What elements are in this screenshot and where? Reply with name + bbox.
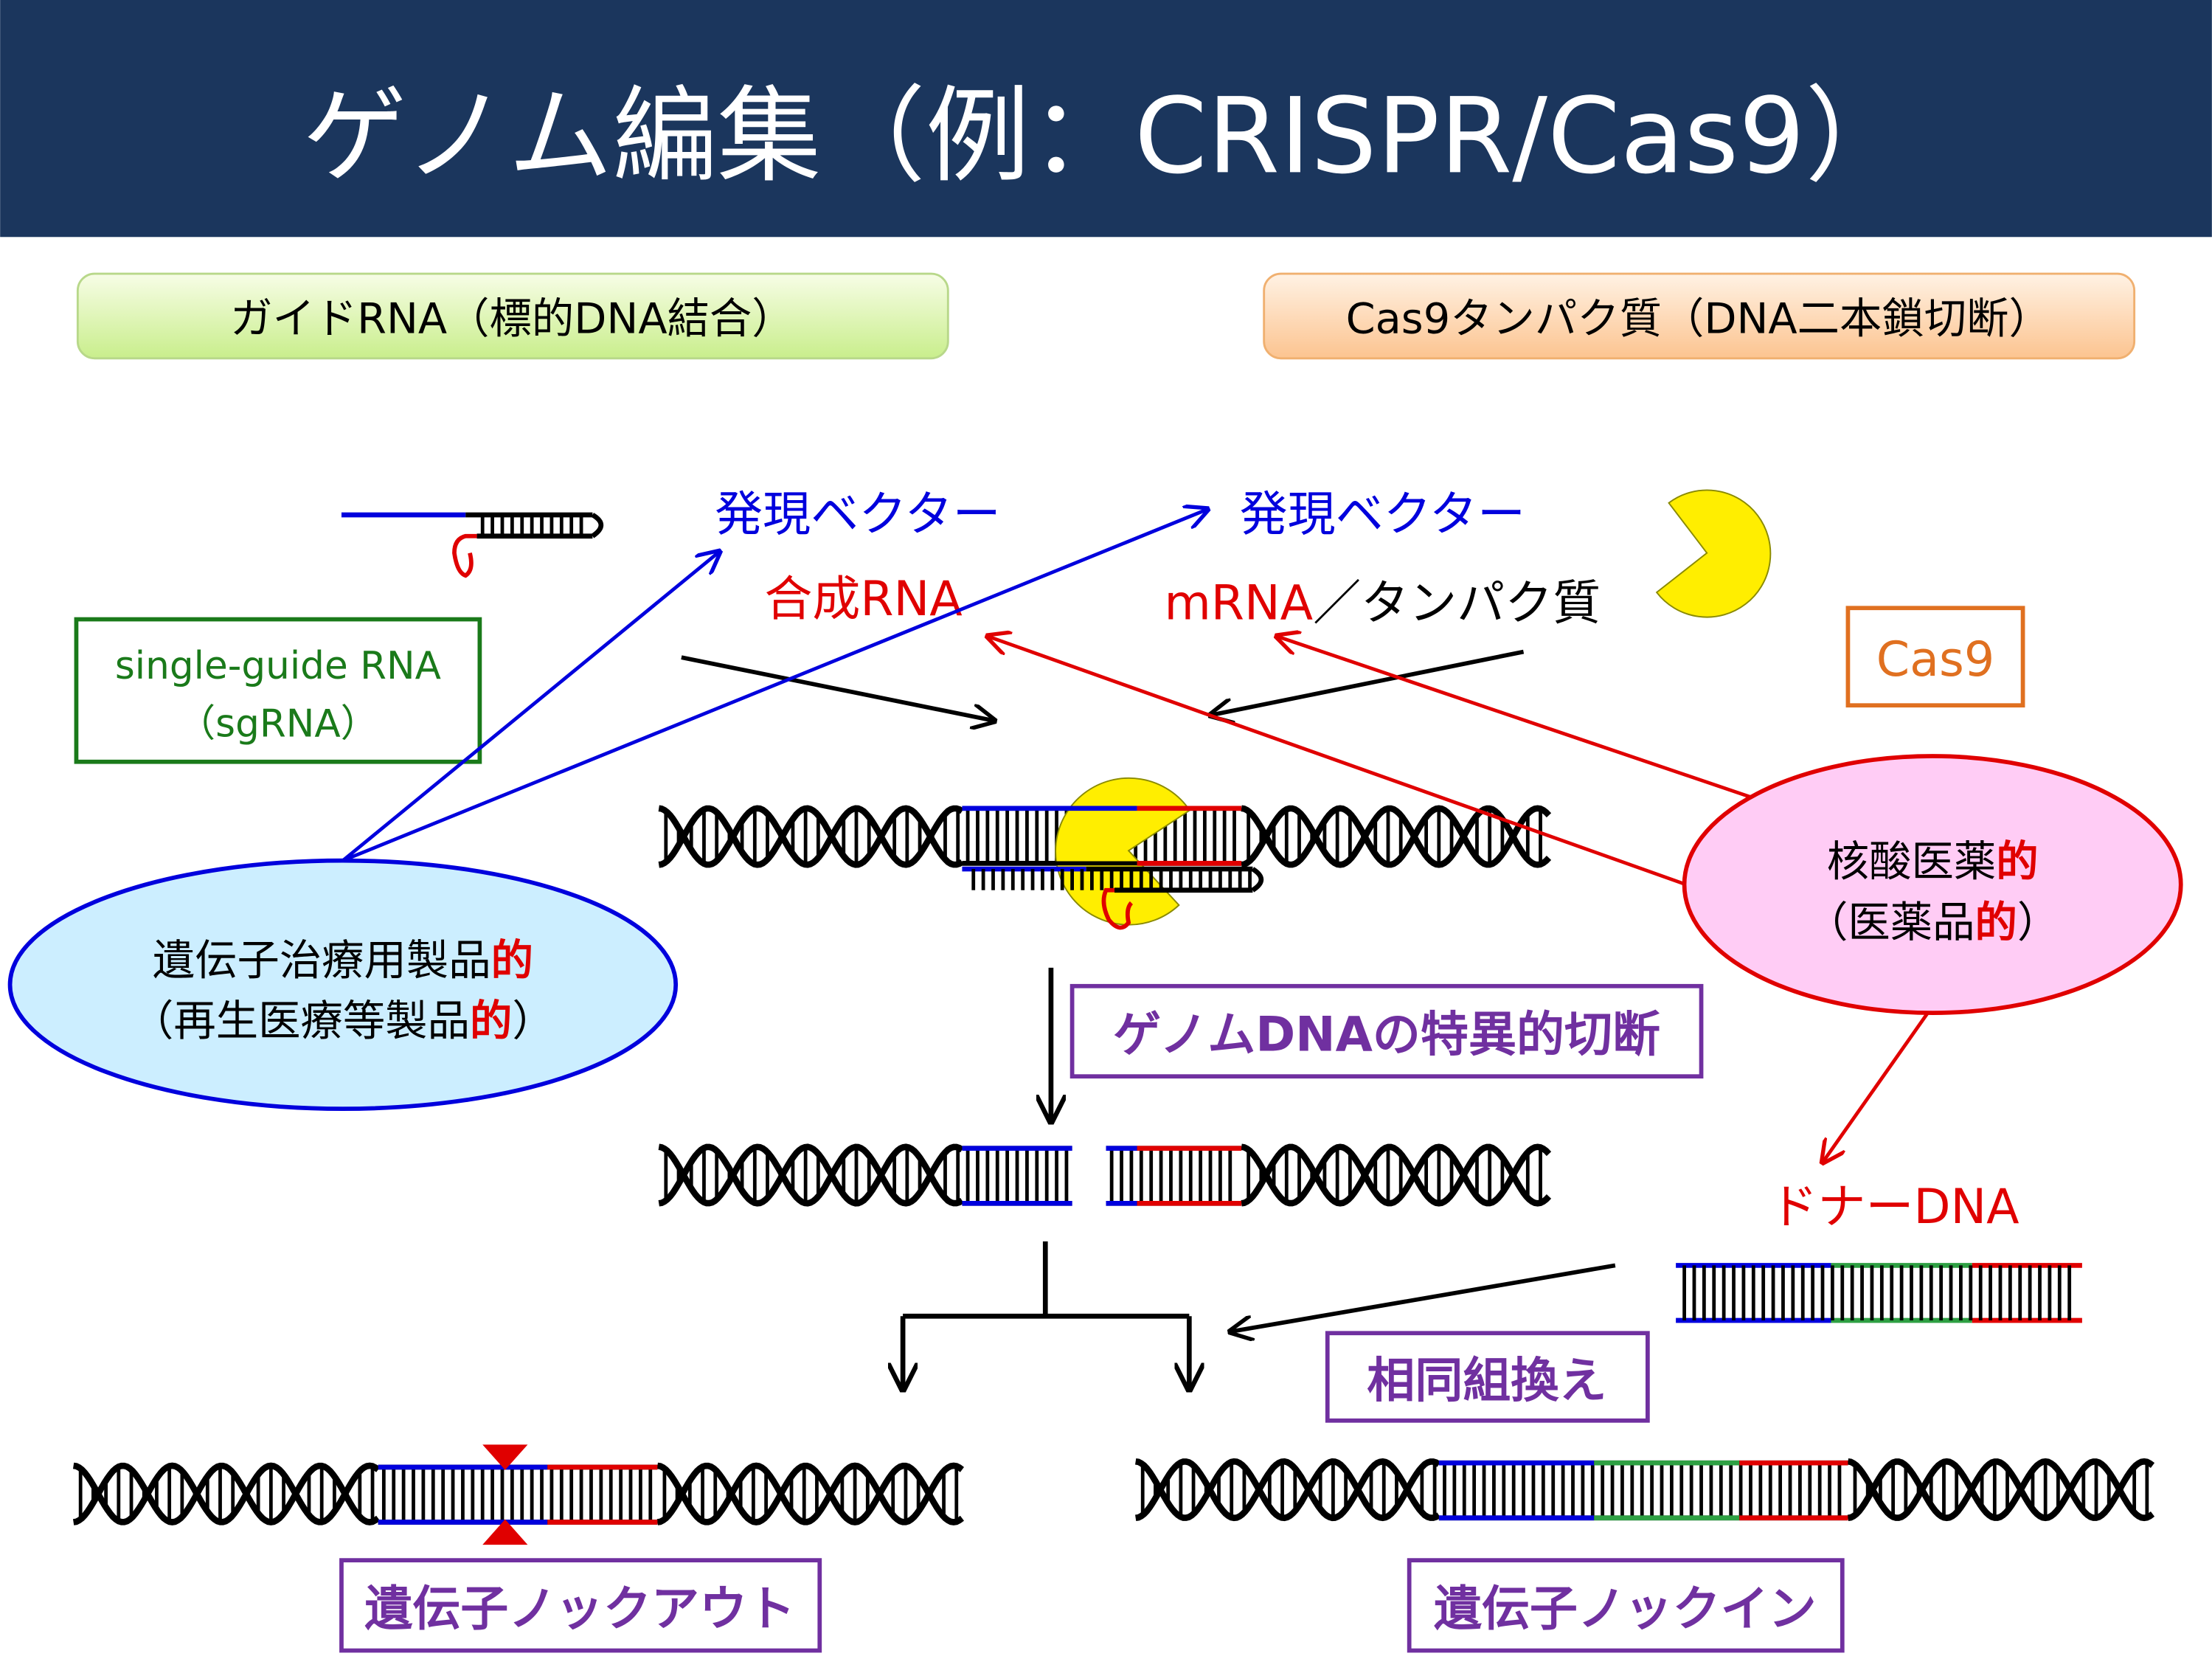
donor-dna-fragment bbox=[1676, 1263, 2082, 1323]
vector-left-label: 発現ベクター bbox=[715, 487, 1001, 542]
sgrna-molecule-icon bbox=[341, 512, 604, 578]
synthetic-rna-label: 合成RNA bbox=[764, 572, 962, 627]
page-title: ゲノム編集（例：CRISPR/Cas9） bbox=[302, 76, 1910, 197]
protein-label: ／タンパク質 bbox=[1313, 576, 1601, 631]
knockout-label: 遺伝子ノックアウト bbox=[364, 1582, 795, 1637]
gene-therapy-line1: 遺伝子治療用製品的 bbox=[153, 935, 533, 985]
arrow-from-mrna bbox=[1210, 649, 1525, 716]
cas9-protein-header: Cas9タンパク質（DNA二本鎖切断） bbox=[1263, 272, 2136, 360]
arrow-from-rna bbox=[681, 655, 995, 721]
nucleic-line1: 核酸医薬的 bbox=[1827, 837, 2039, 887]
guide-rna-header: ガイドRNA（標的DNA結合） bbox=[76, 272, 949, 360]
knockin-label: 遺伝子ノックイン bbox=[1434, 1582, 1817, 1637]
mrna-protein-label: mRNA／タンパク質 bbox=[1164, 576, 1601, 631]
guide-rna-header-label: ガイドRNA（標的DNA結合） bbox=[230, 294, 794, 343]
knockout-box: 遺伝子ノックアウト bbox=[339, 1558, 822, 1653]
red-arrow-to-donor bbox=[1823, 1008, 1932, 1163]
teki-mark-4: 的 bbox=[1975, 898, 2017, 947]
title-bar bbox=[0, 0, 2212, 238]
teki-mark-2: 的 bbox=[470, 997, 512, 1046]
cas9-pacman-icon bbox=[1655, 489, 1772, 618]
sgrna-line1: single-guide RNA bbox=[115, 644, 441, 688]
nucleic-line2: （医薬品的） bbox=[1806, 898, 2059, 947]
homologous-recombination-label: 相同組換え bbox=[1367, 1353, 1606, 1408]
gene-therapy-line2: （再生医療等製品的） bbox=[131, 997, 555, 1046]
teki-mark-3: 的 bbox=[1996, 837, 2038, 887]
donor-dna-label: ドナーDNA bbox=[1769, 1180, 2019, 1235]
mrna-label: mRNA bbox=[1164, 576, 1313, 631]
cas9-protein-header-label: Cas9タンパク質（DNA二本鎖切断） bbox=[1346, 294, 2051, 343]
specific-cleavage-label: ゲノムDNAの特異的切断 bbox=[1113, 1008, 1660, 1063]
blue-arrow-to-vector-right bbox=[341, 509, 1207, 862]
teki-mark-1: 的 bbox=[491, 935, 533, 985]
knockin-box: 遺伝子ノックイン bbox=[1407, 1558, 1845, 1653]
cas9-sgrna-complex bbox=[962, 777, 1264, 930]
cas9-box: Cas9 bbox=[1845, 606, 2025, 708]
gene-therapy-ellipse: 遺伝子治療用製品的 （再生医療等製品的） bbox=[7, 858, 679, 1112]
sgrna-box: single-guide RNA （sgRNA） bbox=[74, 617, 482, 764]
knockin-dna-overlay bbox=[1438, 1460, 1848, 1521]
sgrna-line2: （sgRNA） bbox=[178, 702, 379, 746]
blue-arrow-to-vector bbox=[341, 552, 720, 862]
vector-right-label: 発現ベクター bbox=[1240, 487, 1526, 542]
homologous-recombination-box: 相同組換え bbox=[1325, 1331, 1650, 1423]
arrow-donor-to-knockin bbox=[1230, 1263, 1616, 1331]
cas9-box-label: Cas9 bbox=[1876, 632, 1994, 688]
nucleic-acid-ellipse: 核酸医薬的 （医薬品的） bbox=[1682, 754, 2183, 1015]
mutation-marker-top-icon bbox=[482, 1444, 528, 1470]
cas9-complex-pacman-icon bbox=[1055, 777, 1191, 926]
cut-dna-ends bbox=[962, 1146, 1242, 1206]
mutation-marker-bottom-icon bbox=[482, 1519, 528, 1545]
red-arrow-to-mrna bbox=[1277, 636, 1760, 802]
specific-cleavage-box: ゲノムDNAの特異的切断 bbox=[1069, 983, 1704, 1079]
knockout-dna-overlay bbox=[378, 1444, 658, 1545]
red-arrow-to-synthetic-rna bbox=[988, 636, 1691, 888]
branch-arrows bbox=[903, 1241, 1189, 1390]
